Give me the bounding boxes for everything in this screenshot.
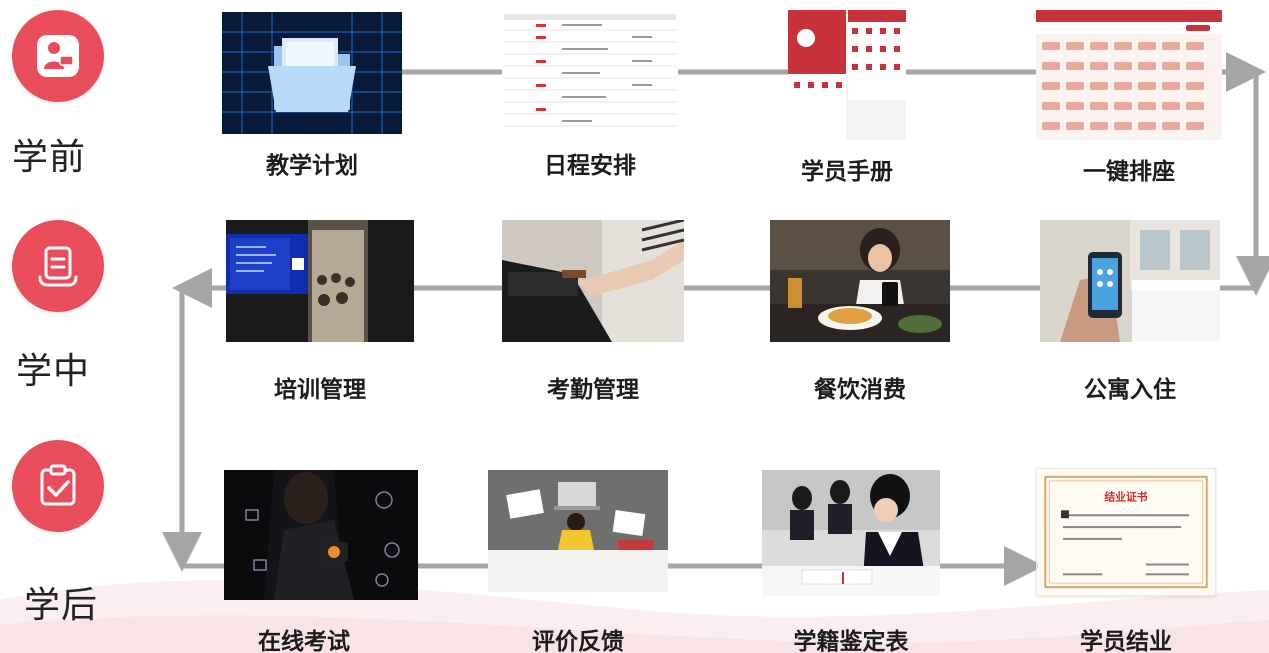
phase-after-circle xyxy=(12,440,104,532)
attendance-image xyxy=(502,220,684,342)
seating-image xyxy=(1036,10,1222,140)
graduation-label: 学员结业 xyxy=(1080,629,1172,653)
seating-label: 一键排座 xyxy=(1083,159,1175,185)
phase-during-label: 学中 xyxy=(16,351,91,392)
status-form-image xyxy=(762,470,940,596)
folder-circuit-icon xyxy=(222,12,402,134)
certificate-icon: 结业证书 xyxy=(1037,469,1215,595)
hotel-phone-icon xyxy=(1040,220,1220,342)
online-exam-icon xyxy=(224,470,418,600)
phase-before-label: 学前 xyxy=(12,137,87,178)
teaching-plan-image xyxy=(222,12,402,134)
clipboard-list-icon xyxy=(38,246,78,287)
online-exam-image xyxy=(224,470,418,600)
phase-after-label: 学后 xyxy=(24,585,99,626)
dining-icon xyxy=(770,220,950,342)
apartment-checkin-image xyxy=(1040,220,1220,342)
apartment-checkin-label: 公寓入住 xyxy=(1084,377,1176,403)
attendance-gate-icon xyxy=(502,220,684,342)
training-label: 培训管理 xyxy=(274,377,366,403)
evaluation-label: 评价反馈 xyxy=(532,629,624,653)
teaching-plan-label: 教学计划 xyxy=(266,153,358,179)
mobile-app-icon xyxy=(788,10,906,140)
table-sheet-icon xyxy=(502,12,678,134)
student-handbook-image xyxy=(788,10,906,140)
student-icon xyxy=(37,35,79,77)
dining-image xyxy=(770,220,950,342)
schedule-label: 日程安排 xyxy=(544,153,636,179)
student-handbook-label: 学员手册 xyxy=(801,159,893,185)
certificate-title: 结业证书 xyxy=(1103,490,1147,504)
online-exam-label: 在线考试 xyxy=(258,629,350,653)
phase-during-circle xyxy=(12,220,104,312)
phase-before-circle xyxy=(12,10,104,102)
graduation-image: 结业证书 xyxy=(1036,468,1216,596)
status-form-label: 学籍鉴定表 xyxy=(793,629,909,653)
seating-grid-icon xyxy=(1036,10,1222,140)
clipboard-check-icon xyxy=(40,464,76,506)
students-writing-icon xyxy=(762,470,940,596)
training-image xyxy=(226,220,414,342)
attendance-label: 考勤管理 xyxy=(547,377,639,403)
evaluation-image xyxy=(488,470,668,592)
classroom-screen-icon xyxy=(226,220,414,342)
schedule-image xyxy=(502,12,678,134)
dining-label: 餐饮消费 xyxy=(814,377,906,403)
laptop-desk-icon xyxy=(488,470,668,592)
